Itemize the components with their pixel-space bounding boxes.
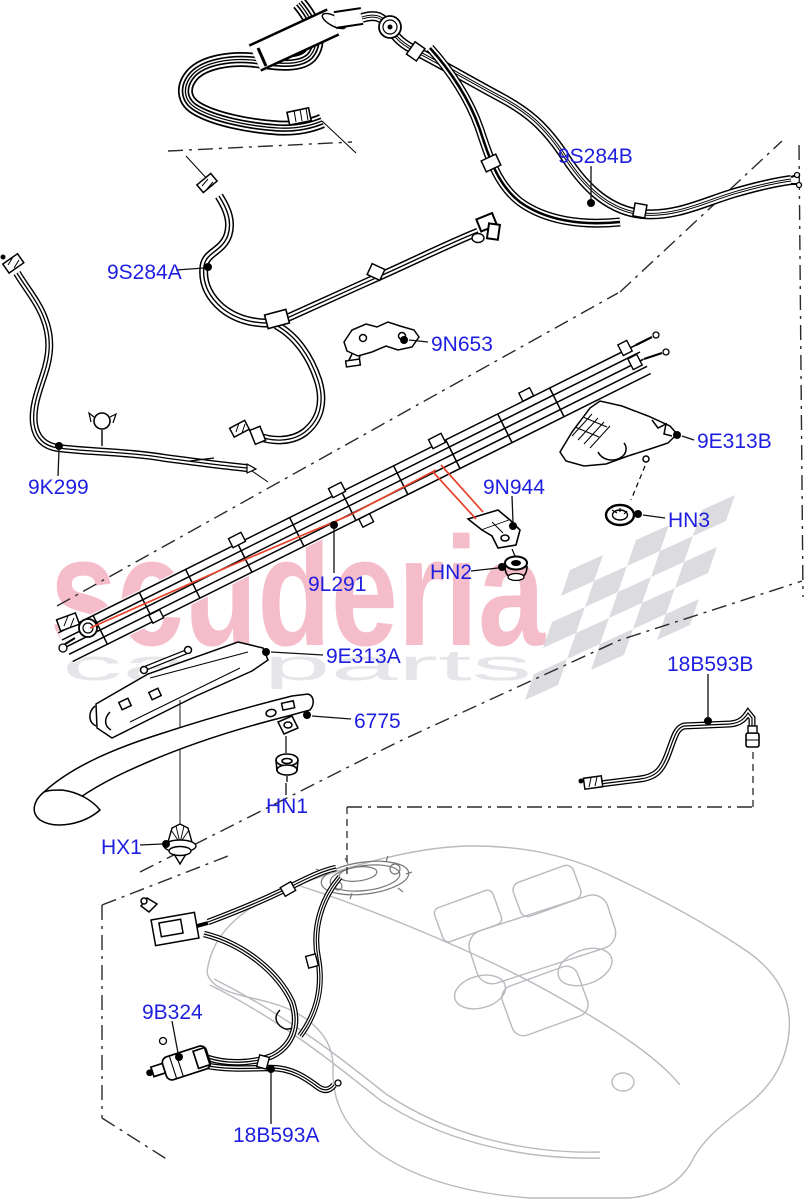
leader-dots <box>55 199 712 1073</box>
leader-lines <box>57 166 709 1124</box>
part-label-HX1[interactable]: HX1 <box>101 836 142 859</box>
part-label-9E313B[interactable]: 9E313B <box>697 430 772 453</box>
boundary-dash-lines <box>56 140 804 1161</box>
cover-9e313b-art <box>559 400 679 501</box>
nut-hn2-art <box>504 555 528 582</box>
top-fuel-lines-art <box>185 3 803 223</box>
nut-hn1-art <box>275 753 299 782</box>
part-label-18B593B[interactable]: 18B593B <box>667 653 754 676</box>
part-label-9N653[interactable]: 9N653 <box>431 333 493 356</box>
part-label-9L291[interactable]: 9L291 <box>308 573 367 596</box>
part-label-9S284B[interactable]: 9S284B <box>558 145 633 168</box>
pipe-9k299-art <box>0 252 269 483</box>
filter-9b324-art <box>146 1045 212 1081</box>
hose-9s284a-art <box>195 172 502 446</box>
part-label-9E313A[interactable]: 9E313A <box>326 645 401 668</box>
part-label-9B324[interactable]: 9B324 <box>142 1001 203 1024</box>
part-label-HN3[interactable]: HN3 <box>668 509 711 532</box>
pipe-18b593b-art <box>578 713 760 791</box>
nut-hn3-art <box>604 503 636 527</box>
part-label-9S284A[interactable]: 9S284A <box>107 261 182 284</box>
part-label-18B593A[interactable]: 18B593A <box>233 1124 320 1147</box>
tank-pipes-art <box>139 868 341 1090</box>
part-label-HN1[interactable]: HN1 <box>266 795 309 818</box>
part-label-9N944[interactable]: 9N944 <box>483 476 545 499</box>
bracket-9n653-art <box>343 321 420 368</box>
strap-6775-art <box>33 693 314 826</box>
carrier-9e313a-art <box>89 641 269 824</box>
fuel-rail-9l291-art <box>55 331 670 664</box>
highlight-red-lines <box>89 464 484 629</box>
part-label-6775[interactable]: 6775 <box>354 710 401 733</box>
boundary-plain-dash <box>346 752 754 876</box>
clip-hx1-art <box>163 823 197 866</box>
part-label-9K299[interactable]: 9K299 <box>28 476 89 499</box>
vapor-valve-art <box>139 897 209 947</box>
part-label-HN2[interactable]: HN2 <box>430 561 473 584</box>
